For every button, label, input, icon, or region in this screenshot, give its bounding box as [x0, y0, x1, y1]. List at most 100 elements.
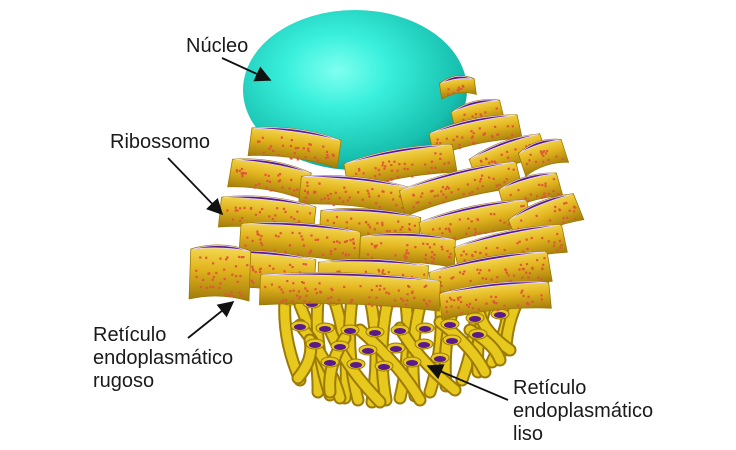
ribosome-dot	[379, 284, 382, 287]
ribosome-dot	[368, 296, 371, 299]
rough-er-cisterna	[188, 244, 252, 302]
ribosome-dot	[304, 156, 307, 159]
ribosome-dot	[259, 241, 263, 245]
ribosome-dot	[490, 278, 493, 281]
ribosome-dot	[374, 167, 377, 170]
ribosome-dot	[338, 298, 341, 302]
ribosome-dot	[268, 180, 272, 184]
ribosome-dot	[382, 190, 385, 193]
ribosome-dot	[443, 162, 446, 166]
ribosome-dot	[485, 302, 488, 305]
ribosome-dot	[541, 160, 545, 164]
ribosome-dot	[540, 236, 544, 240]
ribosome-dot	[381, 271, 384, 274]
ribosome-dot	[474, 298, 478, 302]
ribosome-dot	[291, 300, 294, 303]
ribosome-dot	[516, 241, 519, 245]
ribosome-dot	[434, 152, 437, 155]
ribosome-dot	[381, 164, 384, 167]
ribosome-dot	[296, 210, 299, 213]
ribosome-dot	[541, 263, 545, 267]
ribosome-dot	[301, 280, 304, 284]
ribosome-dot	[334, 247, 337, 251]
ribosome-dot	[327, 297, 330, 300]
ribosome-dot	[540, 298, 544, 301]
tubule-lumen	[446, 338, 458, 344]
tubule-lumen	[369, 330, 381, 336]
tubule-lumen	[362, 348, 374, 354]
rough-er-cisterna	[298, 175, 412, 217]
ribosome-dot	[331, 153, 335, 156]
ribosome-dot	[430, 256, 433, 259]
ribosome-dot	[506, 156, 510, 160]
ribosome-dot	[518, 268, 521, 271]
ribosome-dot	[505, 150, 509, 154]
ribosome-dot	[235, 168, 239, 172]
ribosome-dot	[552, 177, 556, 181]
rough-er-cisterna	[359, 232, 456, 269]
ribosome-dot	[246, 236, 249, 239]
ribosome-dot	[291, 193, 295, 197]
ribosome-dot	[241, 216, 244, 220]
ribosome-dot	[359, 285, 362, 288]
ribosome-dot	[505, 177, 509, 181]
ribosome-dot	[465, 253, 468, 256]
ribosome-dot	[524, 271, 528, 274]
ribosome-dot	[503, 304, 506, 308]
ribosome-dot	[403, 254, 406, 257]
cisterna-lumen	[470, 134, 538, 159]
ribosome-dot	[478, 180, 482, 183]
ribosome-dot	[284, 210, 287, 214]
ribosome-dot	[487, 269, 491, 272]
ribosome-dot	[329, 192, 332, 196]
ribosome-dot	[342, 200, 345, 203]
ribosome-dot	[299, 295, 302, 299]
ribosome-dot	[267, 174, 271, 178]
ribosome-dot	[400, 297, 403, 300]
ribosome-dot	[208, 272, 211, 275]
ribosome-dot	[415, 201, 419, 205]
ribosome-dot	[326, 194, 329, 197]
ribosome-dot	[238, 207, 242, 210]
ribosome-dot	[449, 256, 452, 259]
ribosome-dot	[473, 178, 477, 182]
cisterna-membrane	[188, 244, 252, 302]
ribosome-dot	[358, 222, 361, 225]
ribosome-dot	[433, 243, 436, 246]
ribosome-dot	[223, 277, 226, 281]
ribosome-dot	[543, 194, 546, 198]
ribosome-dot	[555, 232, 559, 236]
cisterna-lumen	[500, 173, 555, 190]
ribosome-dot	[525, 238, 529, 241]
ribosome-dot	[354, 172, 358, 176]
ribosome-dot	[322, 253, 325, 256]
ribosome-dot	[507, 274, 510, 277]
tubule-lumen	[434, 356, 446, 362]
ribosome-dot	[407, 284, 410, 288]
ribosome-dot	[378, 205, 382, 209]
ribosome-dot	[544, 151, 548, 155]
ribosome-dot	[351, 238, 355, 241]
ribosome-dot	[374, 202, 378, 205]
ribosome-dot	[268, 264, 271, 268]
ribosome-dot	[498, 183, 501, 187]
ribosome-dot	[492, 212, 496, 216]
ribosome-dot	[390, 163, 393, 167]
ribosome-dot	[438, 275, 442, 279]
ribosome-dot	[463, 259, 466, 262]
ribosome-dot	[231, 295, 234, 298]
ribosome-dot	[450, 298, 453, 301]
ribosome-dot	[260, 235, 263, 238]
ribosome-dot	[496, 276, 499, 279]
ribosome-dot	[479, 177, 483, 181]
ribosome-arrow	[167, 157, 224, 216]
ribosome-dot	[378, 173, 381, 176]
ribosome-dot	[537, 276, 540, 280]
ribosome-dot	[399, 228, 402, 231]
ribosome-dot	[473, 228, 477, 231]
ribosome-dot	[391, 198, 395, 201]
ribosome-dot	[452, 138, 455, 142]
ribosome-dot	[277, 153, 280, 157]
ribosome-dot	[329, 252, 333, 256]
ribosome-dot	[467, 227, 471, 230]
